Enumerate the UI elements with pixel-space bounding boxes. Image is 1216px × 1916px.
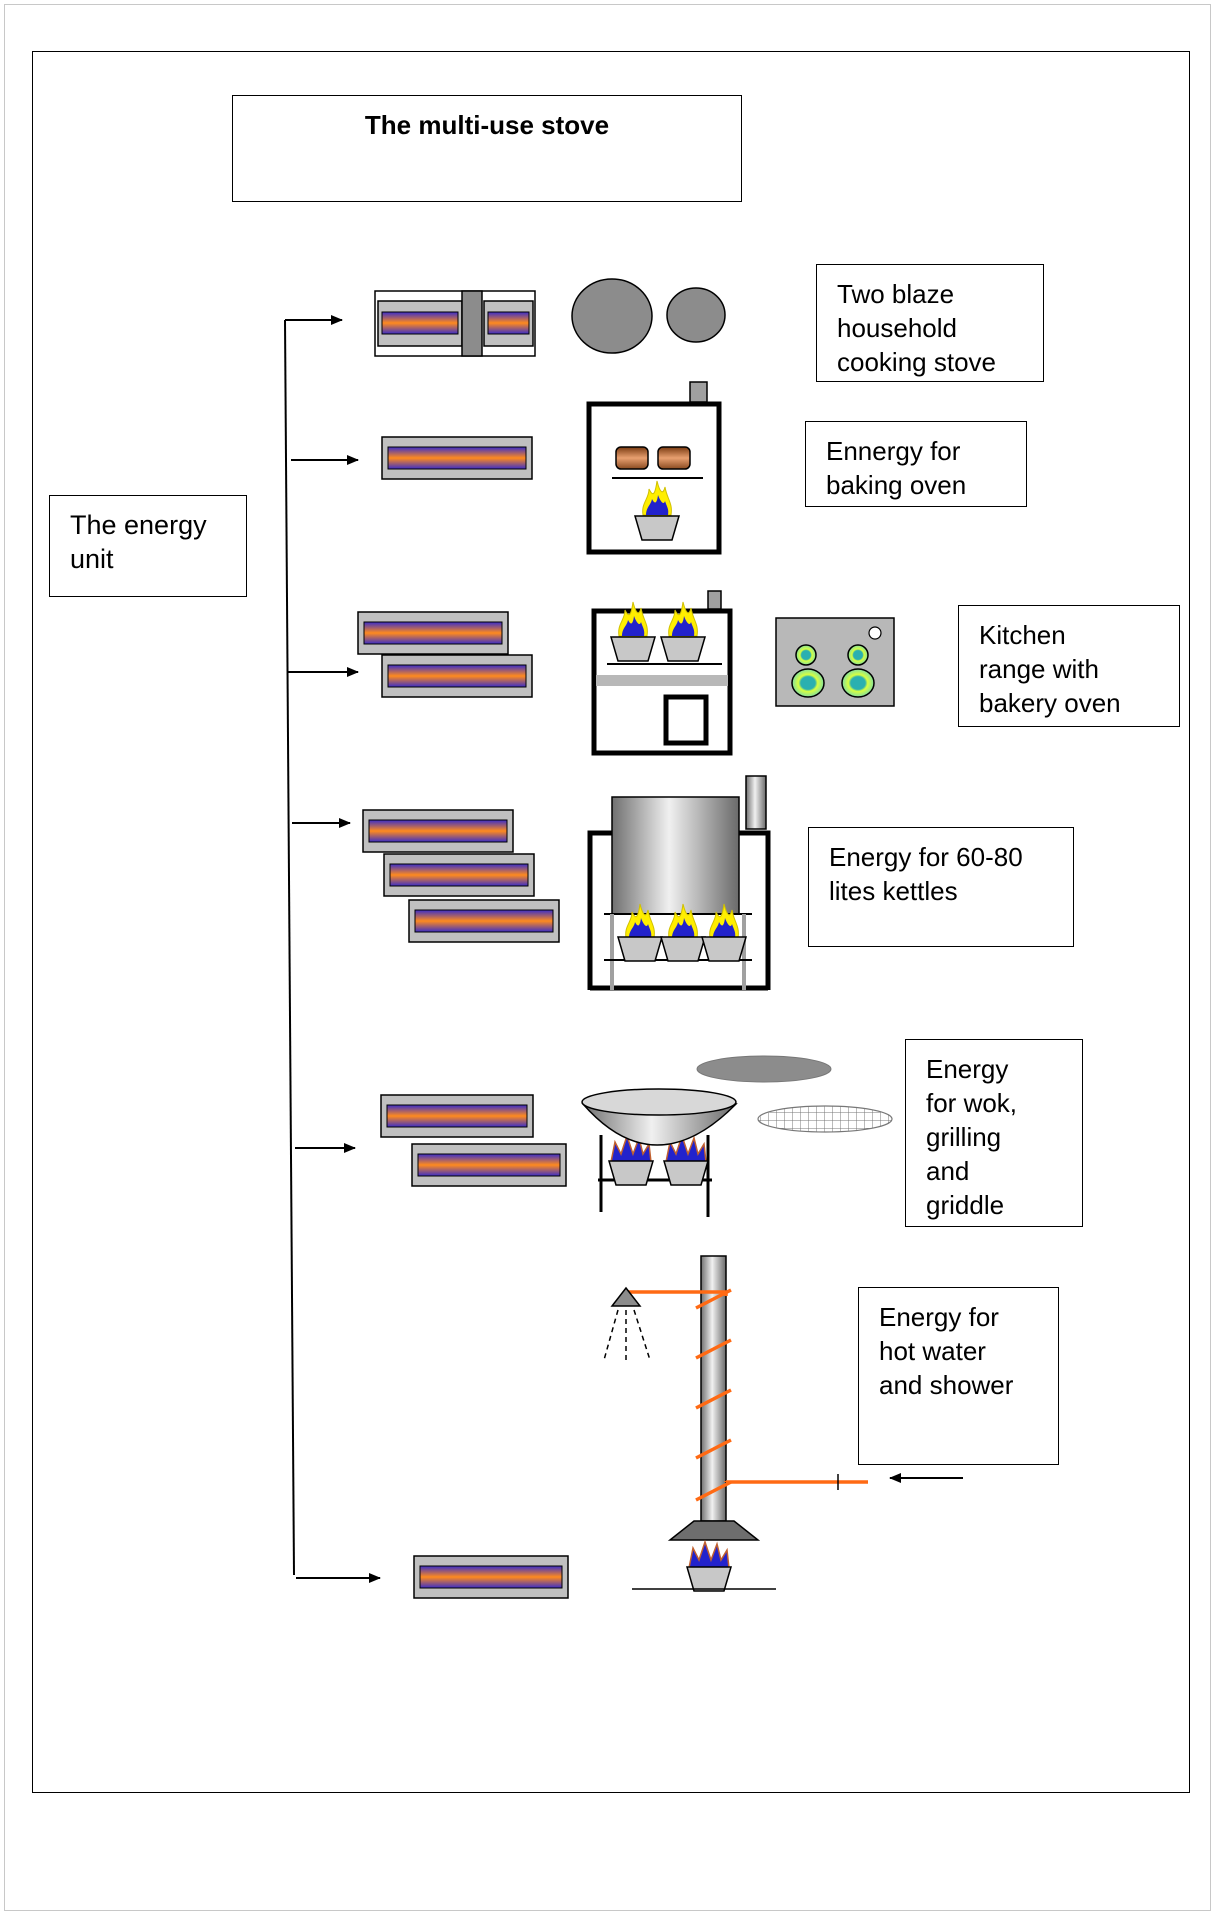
grill-grate-icon xyxy=(757,1105,893,1133)
kettle-stand-icon xyxy=(587,775,771,991)
hot-plates-icon xyxy=(571,278,726,354)
label-baking-oven: Ennergy for baking oven xyxy=(805,421,1027,507)
connector-tree xyxy=(284,315,381,1583)
burner-bars xyxy=(357,290,569,1599)
diagram-frame xyxy=(32,51,1190,1793)
kitchen-range-icon xyxy=(591,590,733,756)
wok-stand-icon xyxy=(581,1088,738,1217)
page-border xyxy=(4,4,1211,1911)
label-kitchen-range: Kitchen range with bakery oven xyxy=(958,605,1180,727)
energy-unit-label: The energy unit xyxy=(49,495,247,597)
label-hot-water-shower: Energy for hot water and shower xyxy=(858,1287,1059,1465)
diagram-title: The multi-use stove xyxy=(232,95,742,202)
baking-oven-icon xyxy=(586,381,722,555)
griddle-plate-icon xyxy=(696,1055,832,1083)
label-kettles: Energy for 60-80 lites kettles xyxy=(808,827,1074,947)
shower-head-icon xyxy=(603,1286,651,1361)
hot-water-column-icon xyxy=(624,1255,868,1592)
hob-panel-icon xyxy=(775,617,895,707)
label-two-blaze-stove: Two blaze household cooking stove xyxy=(816,264,1044,382)
label-wok-grill-griddle: Energy for wok, grilling and griddle xyxy=(905,1039,1083,1227)
